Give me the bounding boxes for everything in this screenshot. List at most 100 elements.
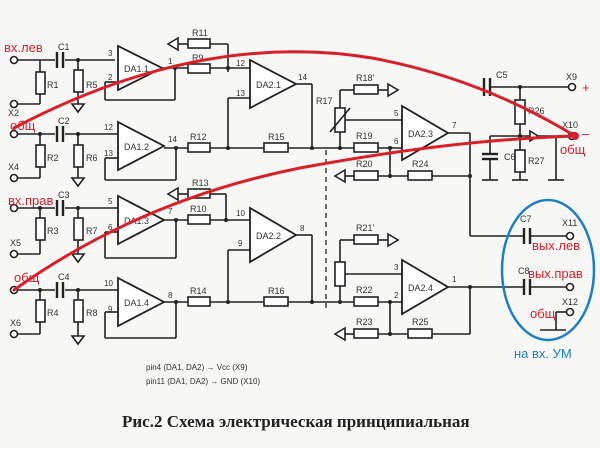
- label-c1: C1: [58, 42, 70, 52]
- resistor-r16: [263, 296, 289, 307]
- label-in-left: вх.лев: [4, 40, 43, 55]
- resistor-r25: [407, 328, 433, 339]
- svg-text:R17: R17: [316, 96, 333, 106]
- svg-text:X9: X9: [566, 72, 577, 82]
- ground-icon: [70, 335, 86, 346]
- svg-text:5: 5: [394, 109, 399, 118]
- terminal-x9: [567, 82, 577, 92]
- svg-text:R9: R9: [192, 53, 204, 63]
- resistor-r22: [353, 296, 379, 307]
- svg-text:R15: R15: [268, 132, 285, 142]
- stage-da2-3: R18' R17 R19 DA2.3 5 6 7 R20 R24: [316, 73, 524, 310]
- svg-text:R3: R3: [47, 226, 59, 236]
- svg-text:R2: R2: [47, 153, 59, 163]
- note-gnd: pin11 (DA1, DA2) → GND (X10): [146, 377, 260, 386]
- svg-text:R22: R22: [356, 285, 373, 295]
- terminal-x3: [9, 129, 19, 139]
- ground-arrow-icon: [333, 168, 346, 184]
- label-out-right: вых.прав: [528, 266, 583, 281]
- stage-da1-2: C2 R2 X4 R6 DA1.2 12 13 14 R12 R15: [8, 116, 360, 188]
- svg-text:DA2.4: DA2.4: [408, 283, 433, 293]
- resistor-r7: [73, 217, 84, 241]
- opamp-da2-1: [249, 58, 298, 110]
- label-common-1: общ: [10, 118, 36, 133]
- resistor-r3: [35, 217, 46, 241]
- svg-text:DA2.1: DA2.1: [256, 80, 281, 90]
- note-vcc: pin4 (DA1, DA2) → Vcc (X9): [146, 363, 248, 372]
- power-section: C5 X9 R26 X10 C6 R27: [482, 70, 578, 181]
- svg-text:2: 2: [108, 73, 113, 82]
- terminal-x11-right: [565, 282, 575, 292]
- opamp-da1-4: [117, 276, 166, 328]
- svg-text:10: 10: [104, 279, 113, 288]
- svg-text:R4: R4: [47, 308, 59, 318]
- svg-text:12: 12: [104, 123, 113, 132]
- svg-text:R20: R20: [356, 159, 373, 169]
- svg-text:R27: R27: [528, 156, 545, 166]
- ground-icon: [70, 177, 86, 188]
- ground-arrow-icon: [387, 82, 400, 98]
- svg-text:DA1.2: DA1.2: [124, 142, 149, 152]
- resistor-r12: [187, 142, 211, 153]
- svg-text:X10: X10: [562, 120, 578, 130]
- svg-text:X5: X5: [10, 238, 21, 248]
- opamp-da2-2: [249, 206, 298, 264]
- ground-arrow-icon: [387, 232, 400, 248]
- svg-text:C7: C7: [520, 214, 532, 224]
- opamp-da2-4: [401, 258, 450, 316]
- red-junction-dot: [571, 132, 579, 140]
- svg-text:6: 6: [108, 223, 113, 232]
- output-section: C7 X11 C8 X12: [518, 214, 578, 331]
- svg-text:8: 8: [168, 291, 173, 300]
- label-common-out: общ: [530, 306, 556, 321]
- opamp-da2-3: [401, 104, 450, 162]
- stage-da1-4: C4 R4 X6 R8 DA1.4 10 9 8 R14 R16: [9, 272, 354, 346]
- svg-text:R25: R25: [412, 317, 429, 327]
- svg-text:C4: C4: [58, 272, 70, 282]
- svg-text:C5: C5: [496, 70, 508, 80]
- svg-text:R16: R16: [268, 286, 285, 296]
- svg-text:DA2.2: DA2.2: [256, 231, 281, 241]
- svg-text:R19: R19: [356, 131, 373, 141]
- resistor-r27: [514, 149, 526, 173]
- svg-text:C8: C8: [518, 266, 530, 276]
- label-in-right: вх.прав: [8, 193, 54, 208]
- stage-da2-1: R11 R9 DA2.1 12 13 14: [166, 28, 314, 150]
- label-common-power: общ: [560, 142, 586, 157]
- ground-arrow-icon: [333, 326, 346, 342]
- svg-text:R24: R24: [412, 159, 429, 169]
- blue-ellipse-highlight: [500, 198, 596, 342]
- resistor-r6: [73, 144, 84, 168]
- svg-text:X11: X11: [562, 218, 577, 228]
- svg-text:5: 5: [108, 197, 113, 206]
- svg-text:R18': R18': [356, 73, 375, 83]
- resistor-r18: [353, 84, 379, 95]
- svg-text:R14: R14: [190, 286, 207, 296]
- opamp-da1-2: [117, 120, 166, 172]
- resistor-r10: [187, 214, 211, 225]
- resistor-r8: [73, 299, 84, 323]
- stage-da2-4: R21' R22 DA2.4 3 2 1 R23 R25: [333, 223, 524, 342]
- red-connection-line-1: [12, 50, 577, 138]
- svg-text:12: 12: [236, 59, 245, 68]
- svg-text:C2: C2: [58, 116, 70, 126]
- svg-text:6: 6: [394, 137, 399, 146]
- svg-text:9: 9: [108, 305, 113, 314]
- resistor-r1: [35, 71, 46, 95]
- svg-text:2: 2: [394, 291, 399, 300]
- svg-text:1: 1: [168, 57, 173, 66]
- svg-text:R26: R26: [528, 106, 545, 116]
- label-minus: –: [582, 126, 590, 141]
- opamp-da1-3: [117, 194, 166, 246]
- svg-text:3: 3: [108, 49, 113, 58]
- resistor-r2: [35, 144, 46, 168]
- pin-notes: pin4 (DA1, DA2) → Vcc (X9) pin11 (DA1, D…: [146, 363, 260, 386]
- label-common-2: общ: [14, 270, 40, 285]
- ground-icon: [70, 253, 86, 264]
- terminal-x4: [9, 173, 19, 183]
- figure-caption: Рис.2 Схема электрическая принципиальная: [122, 412, 470, 431]
- potentiometer-r21: [334, 261, 346, 287]
- svg-text:R5: R5: [86, 80, 98, 90]
- svg-text:3: 3: [394, 263, 399, 272]
